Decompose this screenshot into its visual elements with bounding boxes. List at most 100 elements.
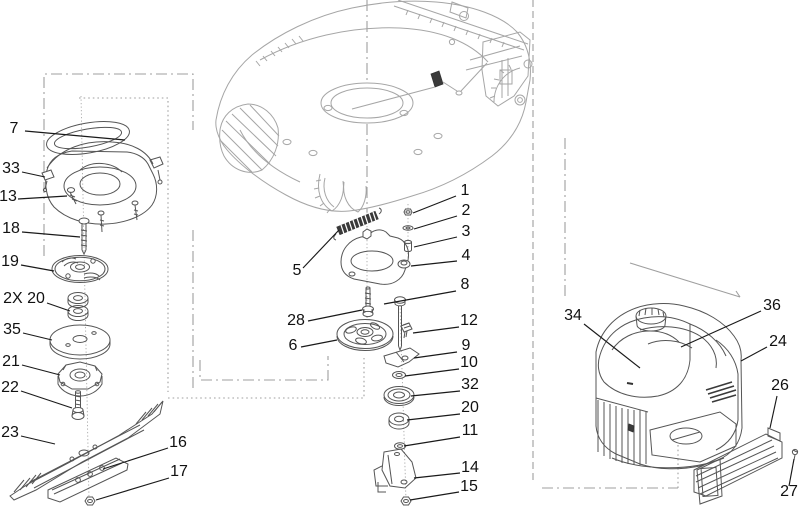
- blade-23-drawing: [9, 400, 164, 501]
- nut-15-drawing: [400, 496, 412, 506]
- nut-17-drawing: [84, 496, 96, 506]
- callout-number-22: 22: [1, 379, 19, 396]
- idler-pulley-32-drawing: [383, 386, 415, 406]
- callout-number-27: 27: [780, 483, 798, 500]
- leader-line-6: [300, 339, 338, 348]
- leader-line-2: [413, 215, 458, 230]
- callout-number-21: 21: [2, 353, 20, 370]
- callout-number-3: 3: [462, 223, 471, 240]
- fitting-12-drawing: [400, 322, 413, 339]
- front-skirt-arches: [313, 173, 367, 214]
- bolt-8-drawing: [394, 296, 406, 352]
- callout-number-16: 16: [169, 434, 187, 451]
- blade-adapter-21-drawing: [57, 361, 103, 397]
- leader-line-22: [20, 390, 73, 409]
- leader-line-1: [412, 195, 457, 214]
- spindle-pulley-6-drawing: [336, 319, 394, 351]
- nut-11-drawing: [394, 442, 406, 450]
- leader-line-35: [22, 332, 53, 341]
- callout-number-20: 20: [461, 399, 479, 416]
- engine-alignment-line: [629, 262, 741, 298]
- callout-number-13: 13: [0, 188, 17, 205]
- leader-line-3: [413, 236, 458, 248]
- hardware-1-2-3-drawing: [402, 208, 414, 253]
- bearings-20-drawing: [67, 292, 89, 321]
- screw-27-drawing: [791, 448, 799, 461]
- callout-number-9: 9: [462, 337, 471, 354]
- callout-number-19: 19: [1, 253, 19, 270]
- leader-line-14: [413, 472, 461, 479]
- plate-35-drawing: [49, 324, 111, 360]
- callout-number-35: 35: [3, 321, 21, 338]
- leader-line-18: [21, 231, 81, 238]
- bearing-20b-drawing: [388, 412, 410, 430]
- discharge-chute-cover: [219, 103, 280, 173]
- leader-line-34: [583, 323, 641, 369]
- leader-line-11: [403, 436, 461, 447]
- phantom-boundary-lines: [43, 0, 741, 501]
- leader-line-24: [740, 346, 768, 362]
- leader-line-26: [769, 395, 778, 429]
- handle-rail: [393, 0, 529, 51]
- clutch-pulley-19-drawing: [51, 255, 109, 283]
- callout-number-28: 28: [287, 312, 305, 329]
- callout-number-11: 11: [462, 422, 479, 439]
- callout-number-36: 36: [763, 297, 781, 314]
- brake-spring-5-drawing: [333, 207, 382, 241]
- callout-number-14: 14: [461, 459, 479, 476]
- bracket-9-drawing: [383, 347, 420, 368]
- leader-line-7: [24, 130, 126, 141]
- callout-number-32: 32: [461, 376, 479, 393]
- leader-line-16: [102, 447, 169, 470]
- bolt-28-drawing: [362, 286, 374, 318]
- callout-number-2X20: 2X 20: [3, 290, 45, 307]
- callout-number-4: 4: [462, 247, 471, 264]
- leader-line-32: [410, 390, 461, 397]
- leader-line-2X20: [46, 302, 71, 312]
- leader-line-5: [302, 229, 340, 269]
- leader-line-15: [409, 491, 460, 501]
- handle-mount-bracket: [448, 11, 533, 107]
- leader-line-21: [21, 364, 61, 376]
- belt-drawing: [46, 121, 130, 155]
- callout-number-5: 5: [293, 262, 302, 279]
- callout-number-1: 1: [461, 182, 470, 199]
- deck-bolts: [282, 104, 443, 157]
- screw-13-drawing: [66, 187, 78, 205]
- mower-deck-drawing: [215, 0, 533, 214]
- leader-line-13: [17, 195, 68, 200]
- callout-number-33: 33: [2, 160, 20, 177]
- cable-clip: [351, 62, 488, 110]
- blade-bolt-22-drawing: [71, 390, 85, 420]
- cylinder-fins: [595, 397, 649, 465]
- callout-number-8: 8: [461, 276, 470, 293]
- leader-line-8: [383, 290, 457, 305]
- callout-number-34: 34: [564, 307, 582, 324]
- callout-number-12: 12: [460, 312, 478, 329]
- callout-number-18: 18: [2, 220, 20, 237]
- leader-line-10: [404, 368, 460, 377]
- leader-line-27: [788, 458, 795, 487]
- leader-line-36: [680, 310, 762, 348]
- leader-line-20: [406, 413, 461, 421]
- clip-33-drawing: [41, 169, 55, 193]
- leader-line-33: [21, 171, 46, 178]
- callout-number-26: 26: [771, 377, 789, 394]
- leader-line-4: [410, 260, 458, 267]
- callout-number-17: 17: [170, 463, 188, 480]
- callout-number-10: 10: [460, 354, 478, 371]
- leader-line-9: [413, 351, 458, 359]
- bracket-14-drawing: [373, 448, 417, 493]
- callout-number-6: 6: [289, 337, 298, 354]
- leader-line-17: [95, 477, 170, 501]
- bolt-18-drawing: [78, 217, 90, 256]
- callout-number-7: 7: [10, 120, 19, 137]
- leader-line-19: [20, 264, 55, 272]
- accelerator-plate-16-drawing: [47, 457, 129, 503]
- muffler-guard-26-drawing: [693, 427, 783, 505]
- callout-number-23: 23: [1, 424, 19, 441]
- engine-drawing: [595, 303, 743, 470]
